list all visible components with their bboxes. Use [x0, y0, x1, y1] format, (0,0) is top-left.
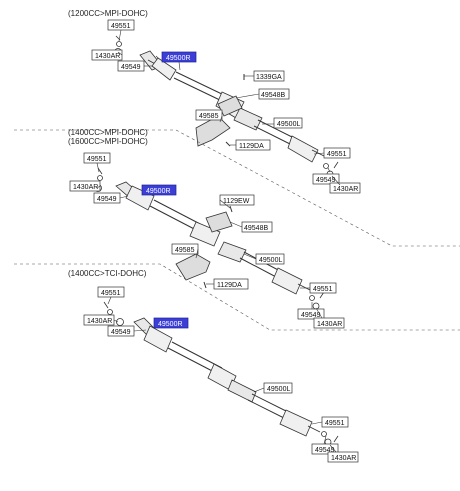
svg-text:49551: 49551: [327, 151, 347, 158]
label-1129ew[interactable]: 1129EW: [219, 194, 255, 206]
section-1400cc-1600cc-mpi: (1400CC>MPI-DOHC) (1600CC>MPI-DOHC): [68, 128, 345, 329]
svg-text:1430AR: 1430AR: [73, 184, 98, 191]
svg-text:49500R: 49500R: [166, 55, 191, 62]
leader-lines: [107, 296, 337, 453]
section-1400cc-tci: (1400CC>TCI-DOHC) 49551 1430AR: [68, 269, 359, 463]
svg-text:49549: 49549: [316, 177, 336, 184]
label-1339ga[interactable]: 1339GA: [253, 70, 285, 82]
label-49500r[interactable]: 49500R: [161, 51, 197, 63]
shaft-bracket: [195, 95, 243, 147]
svg-text:49551: 49551: [101, 290, 121, 297]
label-49551-left[interactable]: 49551: [83, 152, 111, 164]
label-49551-left[interactable]: 49551: [97, 286, 125, 298]
label-49549-left[interactable]: 49549: [107, 325, 135, 337]
label-49549-right[interactable]: 49549: [297, 308, 325, 320]
bolt-1129da: [225, 141, 231, 147]
bolt-1129ew: [229, 205, 233, 213]
svg-text:49500L: 49500L: [259, 257, 282, 264]
svg-text:49549: 49549: [315, 447, 335, 454]
svg-text:1430AR: 1430AR: [333, 186, 358, 193]
label-49549-left[interactable]: 49549: [117, 60, 145, 72]
washer-right: [323, 163, 329, 169]
label-49549-right[interactable]: 49549: [312, 173, 340, 185]
label-1430ar-right[interactable]: 1430AR: [327, 451, 359, 463]
svg-text:49500R: 49500R: [158, 321, 183, 328]
label-49551-right[interactable]: 49551: [321, 416, 349, 428]
label-49500l[interactable]: 49500L: [263, 382, 293, 394]
svg-text:49548B: 49548B: [244, 225, 268, 232]
svg-text:49500L: 49500L: [277, 121, 300, 128]
bolt-1129da: [203, 281, 207, 289]
svg-text:1129EW: 1129EW: [223, 198, 250, 205]
washer-left: [97, 175, 103, 181]
label-1129da[interactable]: 1129DA: [235, 139, 271, 151]
label-49500r[interactable]: 49500R: [153, 317, 189, 329]
label-49500l[interactable]: 49500L: [273, 117, 303, 129]
svg-text:49549: 49549: [97, 196, 117, 203]
leader-lines: [117, 29, 341, 186]
label-1430ar-right[interactable]: 1430AR: [329, 182, 361, 194]
svg-text:49500R: 49500R: [146, 188, 171, 195]
engine-label: (1400CC>TCI-DOHC): [68, 269, 147, 278]
svg-text:49548B: 49548B: [261, 92, 285, 99]
label-49551-right[interactable]: 49551: [309, 282, 337, 294]
engine-label-1: (1400CC>MPI-DOHC): [68, 128, 148, 137]
label-1430ar-left[interactable]: 1430AR: [69, 180, 101, 192]
engine-label-2: (1600CC>MPI-DOHC): [68, 137, 148, 146]
label-49549-left[interactable]: 49549: [93, 192, 121, 204]
label-49500r[interactable]: 49500R: [141, 184, 177, 196]
circlip-left: [103, 301, 109, 309]
label-49551-right[interactable]: 49551: [323, 147, 351, 159]
svg-text:1129DA: 1129DA: [217, 282, 242, 289]
section-divider: [14, 129, 460, 247]
circlip-right: [333, 161, 339, 169]
circlip-left: [97, 167, 103, 175]
svg-text:49551: 49551: [313, 286, 333, 293]
svg-text:1339GA: 1339GA: [256, 74, 282, 81]
nut-left: [116, 318, 124, 326]
label-49548b[interactable]: 49548B: [241, 221, 273, 233]
washer-right: [321, 431, 327, 437]
section-divider: [14, 263, 460, 331]
label-49548b[interactable]: 49548B: [258, 88, 290, 100]
svg-text:49500L: 49500L: [267, 386, 290, 393]
shaft-bracket: [175, 211, 233, 281]
label-1430ar-left[interactable]: 1430AR: [83, 314, 115, 326]
front-axle-shaft-right: [139, 50, 325, 163]
leader-lines: [96, 162, 323, 319]
washer-left: [116, 41, 122, 47]
engine-label: (1200CC>MPI-DOHC): [68, 9, 148, 18]
label-49500l[interactable]: 49500L: [255, 253, 285, 265]
svg-text:1430AR: 1430AR: [331, 455, 356, 462]
section-1200cc-mpi: (1200CC>MPI-DOHC): [68, 9, 361, 194]
svg-text:49551: 49551: [111, 23, 131, 30]
label-49551-left[interactable]: 49551: [107, 19, 135, 31]
label-49585[interactable]: 49585: [171, 243, 199, 255]
svg-text:49585: 49585: [199, 113, 219, 120]
washer-left: [107, 309, 113, 315]
label-1430ar-right[interactable]: 1430AR: [313, 317, 345, 329]
svg-text:1430AR: 1430AR: [317, 321, 342, 328]
svg-text:49549: 49549: [121, 64, 141, 71]
label-1129da[interactable]: 1129DA: [213, 278, 249, 290]
svg-text:49551: 49551: [325, 420, 345, 427]
front-axle-shaft-right: [115, 181, 311, 295]
label-1430ar-left[interactable]: 1430AR: [91, 49, 123, 61]
svg-text:49585: 49585: [175, 247, 195, 254]
svg-text:1430AR: 1430AR: [87, 318, 112, 325]
circlip-right: [333, 435, 339, 443]
svg-text:1430AR: 1430AR: [95, 53, 120, 60]
svg-text:1129DA: 1129DA: [239, 143, 264, 150]
label-49549-right[interactable]: 49549: [311, 443, 339, 455]
svg-text:49549: 49549: [111, 329, 131, 336]
washer-right: [309, 295, 315, 301]
svg-text:49549: 49549: [301, 312, 321, 319]
front-axle-shaft-right: [133, 317, 321, 437]
label-49585[interactable]: 49585: [195, 109, 223, 121]
svg-text:49551: 49551: [87, 156, 107, 163]
